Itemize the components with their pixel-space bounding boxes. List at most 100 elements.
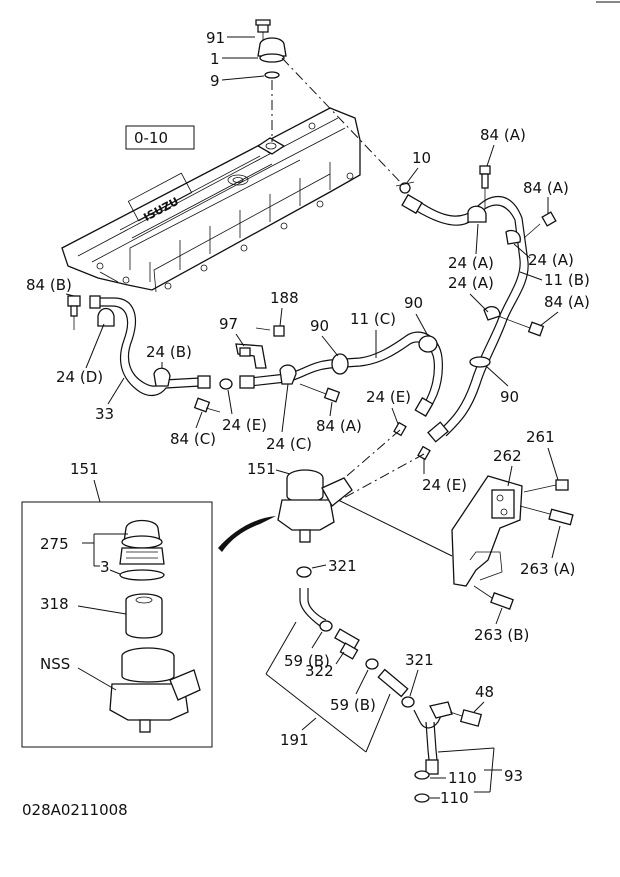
label-24e-3: 24 (E)	[422, 476, 467, 494]
clip-24e-3	[417, 445, 431, 461]
label-318: 318	[40, 595, 69, 613]
clamp-59b-2	[365, 658, 379, 670]
label-97: 97	[219, 315, 238, 333]
leader-1-hose	[281, 57, 405, 187]
label-9: 9	[210, 72, 220, 90]
label-24d: 24 (D)	[56, 368, 103, 386]
ref-box-0-10	[125, 125, 195, 150]
label-275: 275	[40, 535, 69, 553]
hose-11c	[239, 331, 443, 417]
bolt-84a-3	[497, 315, 545, 337]
hose-191	[299, 588, 327, 627]
clip-24c	[279, 364, 297, 385]
label-90-1: 90	[310, 317, 329, 335]
leader-sep-bracket	[325, 493, 453, 557]
label-nss: NSS	[40, 655, 70, 673]
clamp-59b-1	[319, 620, 333, 632]
label-151-mid: 151	[247, 460, 276, 478]
o-ring-9	[264, 71, 280, 79]
label-188: 188	[270, 289, 299, 307]
label-24a-1: 24 (A)	[448, 254, 494, 272]
bolt-263b	[473, 585, 514, 610]
label-10: 10	[412, 149, 431, 167]
label-91: 91	[206, 29, 225, 47]
bolt-263a	[519, 505, 574, 526]
label-263a: 263 (A)	[520, 560, 575, 578]
label-110-1: 110	[448, 769, 477, 787]
label-261: 261	[526, 428, 555, 446]
clip-24a-3	[483, 305, 501, 321]
clamp-321-2	[401, 696, 415, 708]
bolt-84a-1	[479, 165, 491, 208]
clamp-90-2	[418, 335, 438, 353]
leader-sep-hose-2	[339, 453, 425, 501]
filter-element-318	[125, 593, 163, 639]
label-90-2: 90	[404, 294, 423, 312]
label-93: 93	[504, 767, 523, 785]
label-84b: 84 (B)	[26, 276, 72, 294]
gasket-110-2	[414, 793, 430, 803]
label-11b: 11 (B)	[544, 271, 590, 289]
label-84c: 84 (C)	[170, 430, 216, 448]
label-24a-3: 24 (A)	[448, 274, 494, 292]
breather-cap-1	[257, 37, 287, 63]
label-59b-2: 59 (B)	[330, 696, 376, 714]
bolt-84b	[67, 295, 81, 330]
bracket-262	[451, 475, 523, 587]
clip-24b	[153, 367, 171, 387]
label-24c: 24 (C)	[266, 435, 312, 453]
bracket-97	[235, 343, 267, 369]
housing-nss	[109, 647, 201, 733]
bolt-84a-4	[299, 383, 341, 403]
bolt-91	[255, 19, 271, 40]
label-59b-1: 59 (B)	[284, 652, 330, 670]
detail-pointer	[218, 516, 276, 552]
label-24a-2: 24 (A)	[528, 251, 574, 269]
label-24e-2: 24 (E)	[366, 388, 411, 406]
clamp-90-3	[469, 356, 491, 368]
clamp-321-1	[296, 566, 312, 578]
label-24e-1: 24 (E)	[222, 416, 267, 434]
detail-box-151	[21, 501, 213, 748]
gasket-110-1	[414, 770, 430, 780]
clip-24a-2	[505, 229, 521, 245]
label-321-1: 321	[328, 557, 357, 575]
clip-24e-1	[219, 378, 233, 390]
label-90-3: 90	[500, 388, 519, 406]
label-3: 3	[100, 558, 110, 576]
label-48: 48	[475, 683, 494, 701]
bolt-261	[523, 479, 569, 493]
label-24b: 24 (B)	[146, 343, 192, 361]
clip-24d	[97, 307, 115, 327]
clamp-90-1	[331, 353, 349, 375]
label-11c: 11 (C)	[350, 310, 396, 328]
hose-clamp-10	[395, 181, 415, 194]
label-262: 262	[493, 447, 522, 465]
label-322: 322	[305, 662, 334, 680]
label-110-2: 110	[440, 789, 469, 807]
clip-24a-1	[467, 205, 487, 223]
label-84a-4: 84 (A)	[316, 417, 362, 435]
drawing-code: 028A0211008	[22, 801, 128, 819]
label-84a-2: 84 (A)	[523, 179, 569, 197]
label-263b: 263 (B)	[474, 626, 529, 644]
valve-cover: ISUZU	[61, 107, 361, 293]
o-ring-3	[119, 569, 165, 581]
label-33: 33	[95, 405, 114, 423]
label-84a-1: 84 (A)	[480, 126, 526, 144]
bolt-48	[449, 709, 483, 727]
label-191: 191	[280, 731, 309, 749]
connector-322	[334, 628, 360, 660]
label-84a-3: 84 (A)	[544, 293, 590, 311]
bolt-84c	[193, 397, 221, 413]
oil-separator-151	[277, 469, 353, 543]
label-1: 1	[210, 50, 220, 68]
drain-pipe-93	[413, 701, 453, 775]
hose-segment	[377, 668, 409, 698]
label-151-top: 151	[70, 460, 99, 478]
label-321-2: 321	[405, 651, 434, 669]
cap-275	[119, 519, 165, 565]
bolt-188	[255, 325, 285, 337]
